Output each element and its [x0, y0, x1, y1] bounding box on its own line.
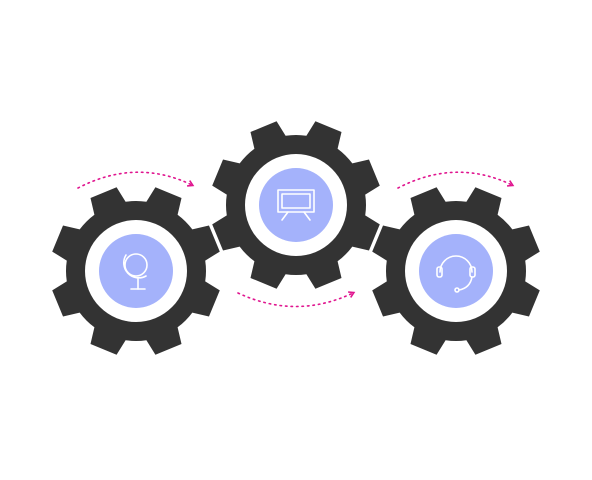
headset-icon	[436, 255, 476, 293]
gear-right-icon-circle	[419, 234, 493, 308]
gear-left-icon-circle	[99, 234, 173, 308]
gear-center-icon-circle	[259, 168, 333, 242]
arrow-center-to-right-top	[397, 171, 515, 189]
globe-icon	[123, 253, 148, 290]
arrow-center-to-right-bottom	[237, 291, 356, 308]
whiteboard-icon	[277, 189, 315, 221]
gear-center	[212, 121, 380, 289]
arrow-left-to-center	[77, 171, 195, 189]
gear-left	[52, 187, 220, 355]
gear-right	[372, 187, 540, 355]
